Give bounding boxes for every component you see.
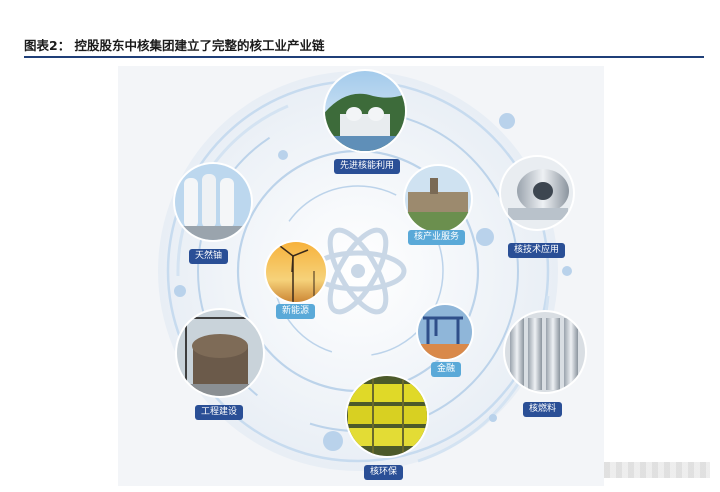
orbit-dots [174, 113, 572, 451]
atom-logo-icon [309, 227, 407, 315]
port-cranes-photo-icon [416, 303, 474, 361]
label-nuclear-tech: 核技术应用 [508, 243, 566, 258]
fuel-assembly-photo-icon [503, 310, 587, 394]
nuclear-plant-photo-icon [323, 69, 407, 153]
figure-title: 图表2： 控股股东中核集团建立了完整的核工业产业链 [24, 38, 325, 53]
storage-tanks-photo-icon [173, 162, 253, 242]
label-finance: 金融 [431, 362, 462, 377]
industrial-building-photo-icon [403, 164, 473, 234]
title-underline [24, 56, 704, 58]
watermark-blur [604, 462, 710, 478]
label-nuclear-fuel: 核燃料 [523, 402, 563, 417]
diagram-canvas [158, 69, 587, 471]
label-new-energy: 新能源 [276, 304, 316, 319]
label-nuclear-services: 核产业服务 [408, 230, 466, 245]
label-natural-uranium: 天然铀 [189, 249, 229, 264]
waste-barrels-photo-icon [345, 374, 429, 458]
label-nuclear-env: 核环保 [364, 465, 404, 480]
label-advanced-nuclear: 先进核能利用 [334, 159, 401, 174]
wind-turbine-photo-icon [264, 240, 328, 304]
label-engineering: 工程建设 [195, 405, 244, 420]
medical-device-photo-icon [499, 155, 575, 231]
industry-chain-diagram: 先进核能利用 核技术应用 核燃料 核环保 工程建设 天然铀 核产业服务 新能源 … [118, 66, 604, 486]
